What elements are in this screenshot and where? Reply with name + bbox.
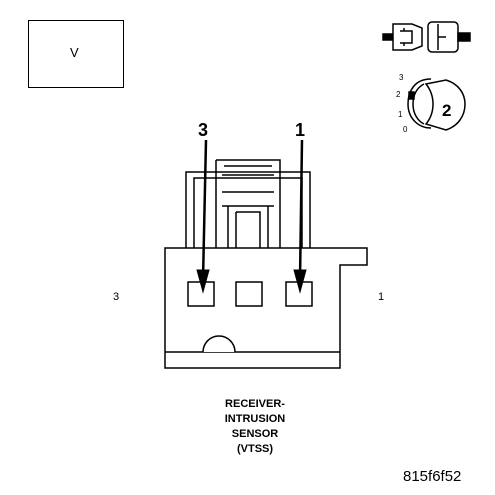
- ignition-position-label: 0: [403, 125, 408, 134]
- terminal-number-right: 1: [295, 120, 306, 140]
- side-label-left: 3: [113, 291, 120, 303]
- probe-arrows: [196, 139, 307, 294]
- connector-unplugged-icon: [382, 21, 471, 53]
- caption-line: RECEIVER-: [225, 398, 285, 410]
- ignition-position-label: 2: [396, 90, 401, 99]
- voltmeter-box: [28, 20, 124, 88]
- ignition-key-icon: [407, 78, 466, 131]
- ignition-position-label: 1: [398, 110, 403, 119]
- figure-id: 815f6f52: [403, 468, 462, 485]
- side-label-right: 1: [378, 291, 385, 303]
- probe-arrow-left: [201, 139, 208, 281]
- terminal-number-left: 3: [198, 120, 209, 140]
- caption-line: INTRUSION: [224, 413, 286, 425]
- probe-arrow-right: [298, 139, 304, 281]
- ignition-position-label: 3: [399, 73, 404, 82]
- sensor-connector: [164, 159, 368, 369]
- key-position-number: 2: [442, 101, 452, 120]
- caption-line: SENSOR: [231, 428, 279, 440]
- caption-line: (VTSS): [236, 443, 274, 455]
- terminal-cavity-2: [235, 281, 263, 307]
- voltmeter-symbol: V: [70, 45, 79, 60]
- component-caption: RECEIVER- INTRUSION SENSOR (VTSS): [175, 397, 335, 457]
